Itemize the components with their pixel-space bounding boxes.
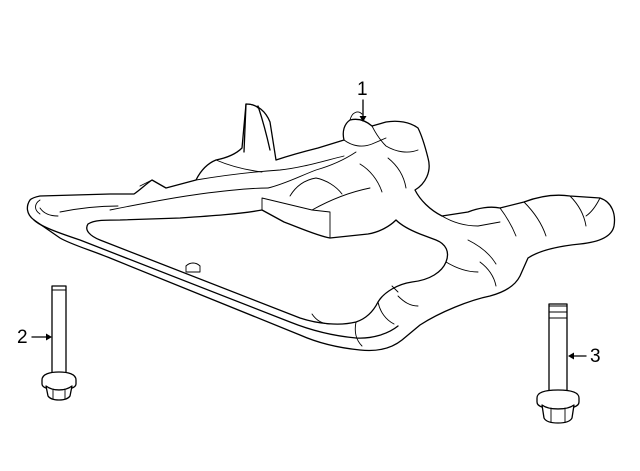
callout-arrow-icon — [568, 352, 574, 360]
callout-number: 2 — [17, 327, 28, 348]
callout-arrow-icon — [359, 116, 367, 122]
front-bolt[interactable] — [41, 285, 77, 401]
callout-2: 2 — [17, 327, 52, 348]
callout-arrow-icon — [46, 333, 52, 341]
callout-1: 1 — [357, 79, 368, 122]
callout-number: 3 — [590, 346, 601, 367]
rear-bolt[interactable] — [536, 303, 580, 424]
crossmember[interactable] — [26, 103, 616, 352]
callout-number: 1 — [357, 79, 368, 100]
callout-3: 3 — [568, 346, 601, 367]
